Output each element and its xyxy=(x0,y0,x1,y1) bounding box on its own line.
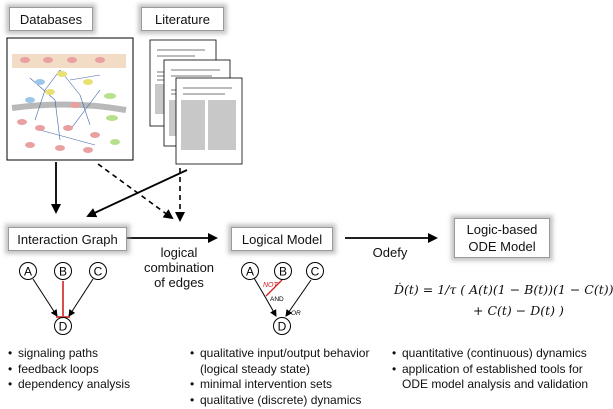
interaction-graph-bullets: signaling paths feedback loops dependenc… xyxy=(8,346,158,393)
and-gate-label: AND xyxy=(270,296,284,303)
graph-node-a: A xyxy=(24,265,32,279)
ode-equation-line1: Ḋ(t) = 1/τ ( A(t)(1 − B(t))(1 − C(t)) xyxy=(394,282,613,297)
diagram-canvas: Databases Literature xyxy=(0,0,600,409)
literature-papers-thumbnail xyxy=(149,39,243,165)
list-item: minimal intervention sets xyxy=(190,377,380,393)
logical-node-b: B xyxy=(279,265,287,279)
diagram-graphics: A B C D A B C D NOT AND OR xyxy=(6,37,438,335)
ode-equation-line2: + C(t) − D(t) ) xyxy=(473,303,564,318)
literature-box: Literature xyxy=(141,7,224,31)
list-item: application of established tools for ODE… xyxy=(392,362,592,393)
graph-node-c: C xyxy=(94,265,103,279)
logical-node-a: A xyxy=(246,265,254,279)
list-item: quantitative (continuous) dynamics xyxy=(392,346,592,362)
logical-model-box: Logical Model xyxy=(231,227,333,251)
interaction-graph-example: A B C D xyxy=(19,262,107,335)
not-gate-label: NOT xyxy=(263,282,279,289)
interaction-graph-box: Interaction Graph xyxy=(8,227,127,251)
list-item: feedback loops xyxy=(8,362,158,378)
logic-based-ode-model-box: Logic-based ODE Model xyxy=(454,218,550,258)
logical-combination-label: logical combination of edges xyxy=(143,245,215,290)
odefy-label: Odefy xyxy=(372,245,408,260)
logical-node-d: D xyxy=(278,320,287,334)
list-item: dependency analysis xyxy=(8,377,158,393)
pathway-map-thumbnail xyxy=(6,37,134,161)
logical-model-bullets: qualitative input/output behavior (logic… xyxy=(190,346,380,408)
db-to-logic-dashed-arrow xyxy=(97,163,174,220)
ode-model-bullets: quantitative (continuous) dynamics appli… xyxy=(392,346,592,393)
list-item: qualitative (discrete) dynamics xyxy=(190,393,380,409)
or-gate-label: OR xyxy=(291,310,301,317)
databases-box: Databases xyxy=(9,7,93,31)
list-item: qualitative input/output behavior (logic… xyxy=(190,346,380,377)
graph-node-d: D xyxy=(59,320,68,334)
list-item: signaling paths xyxy=(8,346,158,362)
graph-node-b: B xyxy=(59,265,67,279)
logical-model-example: A B C D NOT AND OR xyxy=(241,262,324,335)
logical-node-c: C xyxy=(311,265,320,279)
